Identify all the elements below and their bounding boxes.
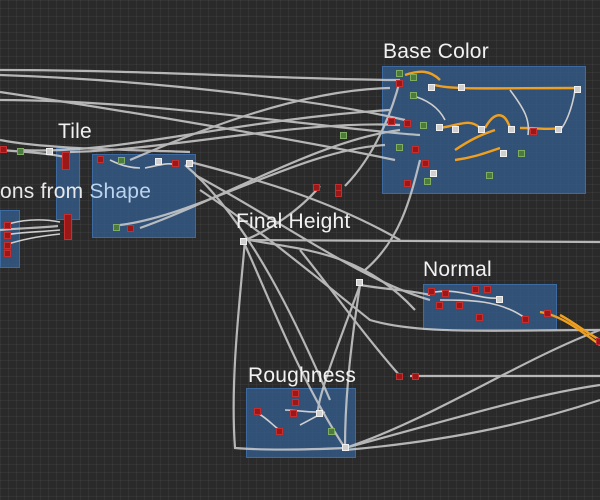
frame-title-roughness: Roughness [248,364,357,387]
node[interactable] [430,170,437,177]
frame-title-final-height: Final Height [236,210,351,233]
node[interactable] [335,190,342,197]
node[interactable] [0,146,7,153]
node[interactable] [436,124,443,131]
node[interactable] [484,286,491,293]
node[interactable] [412,146,419,153]
node[interactable] [4,242,11,249]
node[interactable] [396,70,403,77]
node[interactable] [574,86,581,93]
node[interactable] [62,152,70,170]
node[interactable] [404,180,411,187]
node[interactable] [340,132,347,139]
node[interactable] [404,120,411,127]
node[interactable] [396,144,403,151]
node[interactable] [292,399,299,406]
node[interactable] [496,296,503,303]
node[interactable] [46,148,53,155]
node[interactable] [428,84,435,91]
node[interactable] [4,232,11,239]
node[interactable] [458,84,465,91]
node[interactable] [410,74,417,81]
node[interactable] [555,126,562,133]
node[interactable] [428,288,435,295]
node[interactable] [316,410,323,417]
node[interactable] [452,126,459,133]
node[interactable] [290,410,297,417]
node[interactable] [420,122,427,129]
node[interactable] [522,316,529,323]
frame-shape-body[interactable] [92,154,196,238]
node[interactable] [500,150,507,157]
node[interactable] [4,222,11,229]
frame-title-tile: Tile [58,120,92,143]
node[interactable] [410,92,417,99]
frame-roughness[interactable] [246,388,356,458]
node[interactable] [596,338,600,345]
node[interactable] [436,302,443,309]
node[interactable] [64,214,72,240]
node[interactable] [476,314,483,321]
node[interactable] [422,160,429,167]
node[interactable] [508,126,515,133]
node[interactable] [356,279,363,286]
node[interactable] [412,373,419,380]
frame-title-normal: Normal [423,258,492,281]
node[interactable] [155,158,162,165]
node[interactable] [254,408,261,415]
frame-title-positions-from-shape: ons from Shape [0,180,151,204]
node[interactable] [313,184,320,191]
node[interactable] [172,160,179,167]
node[interactable] [97,156,104,163]
node[interactable] [456,302,463,309]
node[interactable] [276,428,283,435]
node[interactable] [396,80,403,87]
node[interactable] [186,160,193,167]
node[interactable] [127,225,134,232]
node[interactable] [544,310,551,317]
node[interactable] [17,148,24,155]
node[interactable] [113,224,120,231]
node[interactable] [530,128,537,135]
node[interactable] [396,373,403,380]
node[interactable] [442,290,449,297]
node[interactable] [388,118,395,125]
node[interactable] [118,157,125,164]
node[interactable] [4,250,11,257]
node[interactable] [472,286,479,293]
node[interactable] [342,444,349,451]
node[interactable] [486,172,493,179]
node[interactable] [328,428,335,435]
node[interactable] [478,126,485,133]
frame-title-positions-part-a: ons from [0,180,84,203]
frame-title-base-color: Base Color [383,40,489,63]
node[interactable] [292,390,299,397]
node[interactable] [518,150,525,157]
frame-title-positions-part-b: Shape [89,180,152,203]
node[interactable] [240,238,247,245]
node[interactable] [424,178,431,185]
